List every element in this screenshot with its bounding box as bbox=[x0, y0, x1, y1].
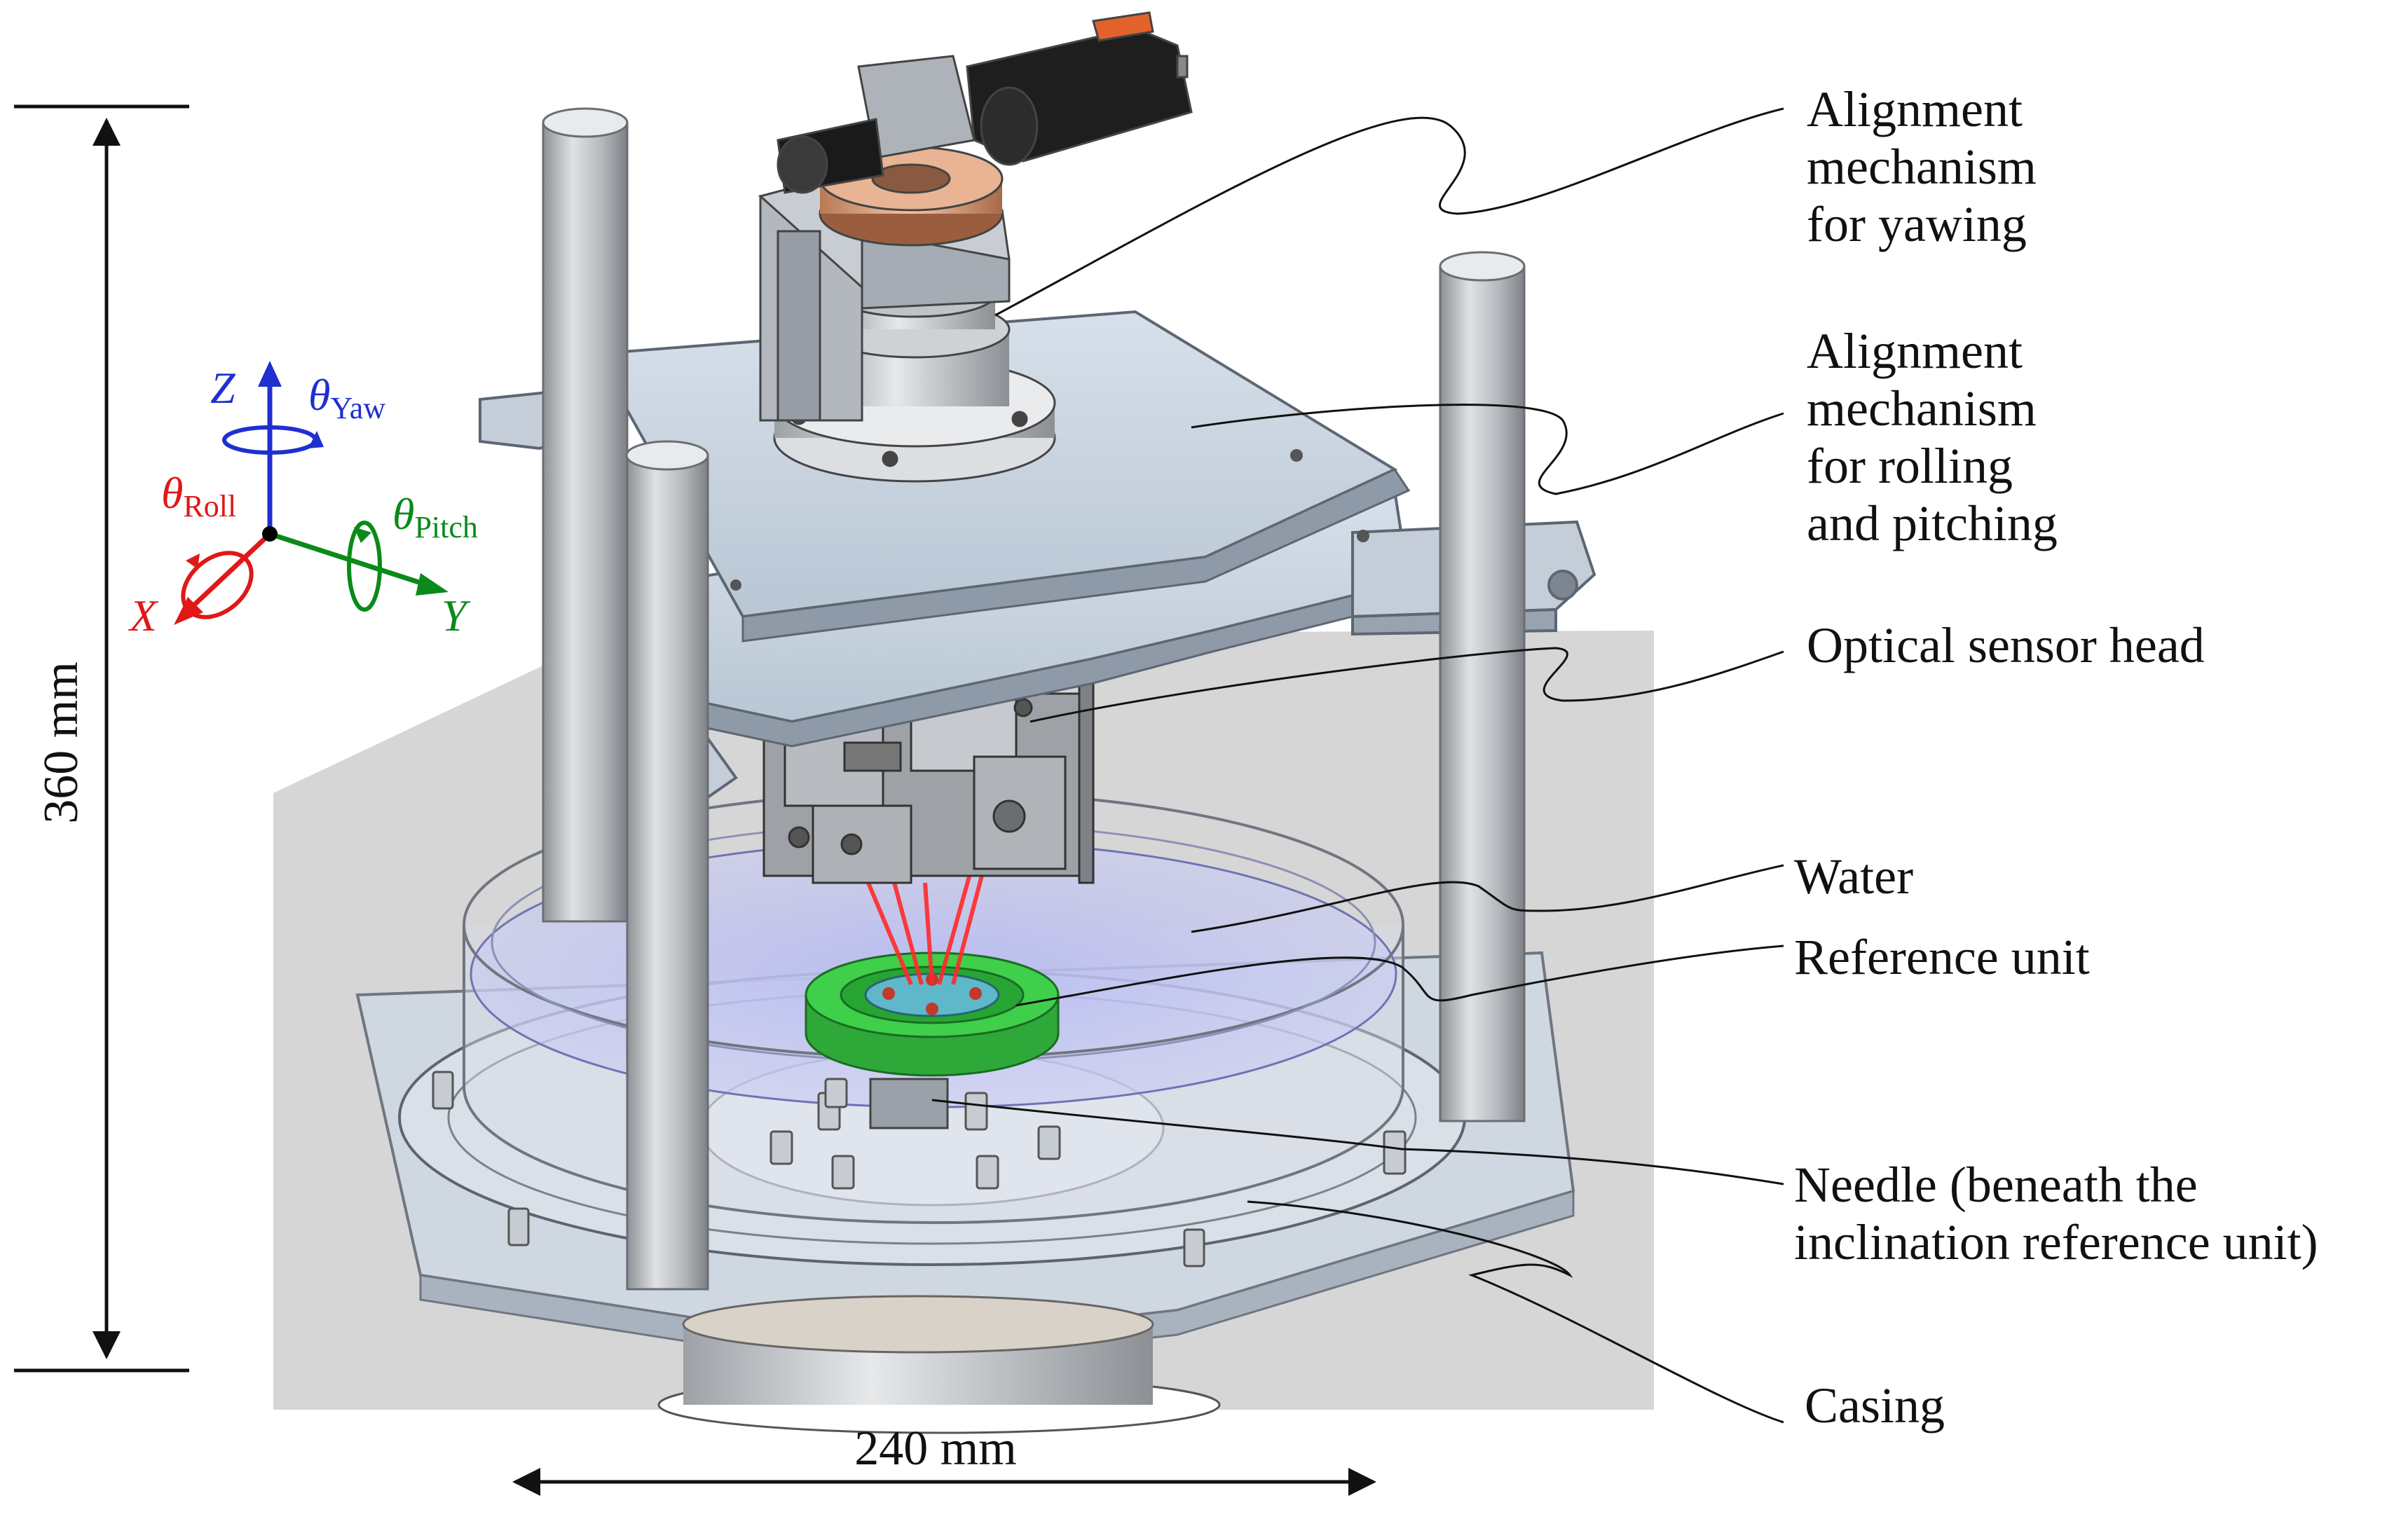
yawing-mechanism bbox=[758, 11, 1193, 422]
reference-unit bbox=[805, 951, 1060, 1077]
x-axis-label: X bbox=[128, 591, 159, 640]
axis-origin bbox=[262, 526, 278, 542]
base-cylinder bbox=[657, 1295, 1221, 1434]
label-optical-sensor-head: Optical sensor head bbox=[1807, 617, 2205, 673]
x-axis-arrow bbox=[187, 532, 272, 612]
label-water: Water bbox=[1794, 848, 1913, 905]
pitch-rotation-icon bbox=[347, 521, 382, 612]
theta-yaw-label: θYaw bbox=[308, 370, 385, 425]
apparatus-illustration bbox=[273, 11, 1654, 1434]
theta-pitch-label: θPitch bbox=[392, 489, 478, 544]
width-dimension: 240 mm bbox=[512, 1422, 1376, 1496]
label-needle: Needle (beneath the inclination referenc… bbox=[1794, 1157, 2318, 1270]
support-rods bbox=[542, 107, 1526, 1291]
height-label: 360 mm bbox=[34, 661, 88, 823]
coordinate-axes: Z θYaw Y θPitch X θRoll bbox=[128, 361, 478, 640]
label-casing: Casing bbox=[1805, 1377, 1945, 1434]
leader-lines bbox=[931, 107, 1784, 1424]
width-label: 240 mm bbox=[854, 1422, 1016, 1476]
label-reference-unit: Reference unit bbox=[1794, 929, 2090, 985]
needle-block bbox=[869, 1078, 949, 1129]
label-yawing: Alignment mechanism for yawing bbox=[1807, 81, 2049, 252]
height-dimension: 360 mm bbox=[14, 104, 189, 1373]
label-rolling-pitching: Alignment mechanism for rolling and pitc… bbox=[1807, 323, 2058, 551]
z-axis-label: Z bbox=[210, 363, 236, 413]
casing-screws bbox=[432, 1071, 1407, 1267]
y-axis-label: Y bbox=[442, 591, 471, 640]
theta-roll-label: θRoll bbox=[161, 468, 236, 523]
callout-labels: Alignment mechanism for yawing Alignment… bbox=[1794, 81, 2318, 1434]
roll-rotation-icon bbox=[181, 551, 254, 619]
